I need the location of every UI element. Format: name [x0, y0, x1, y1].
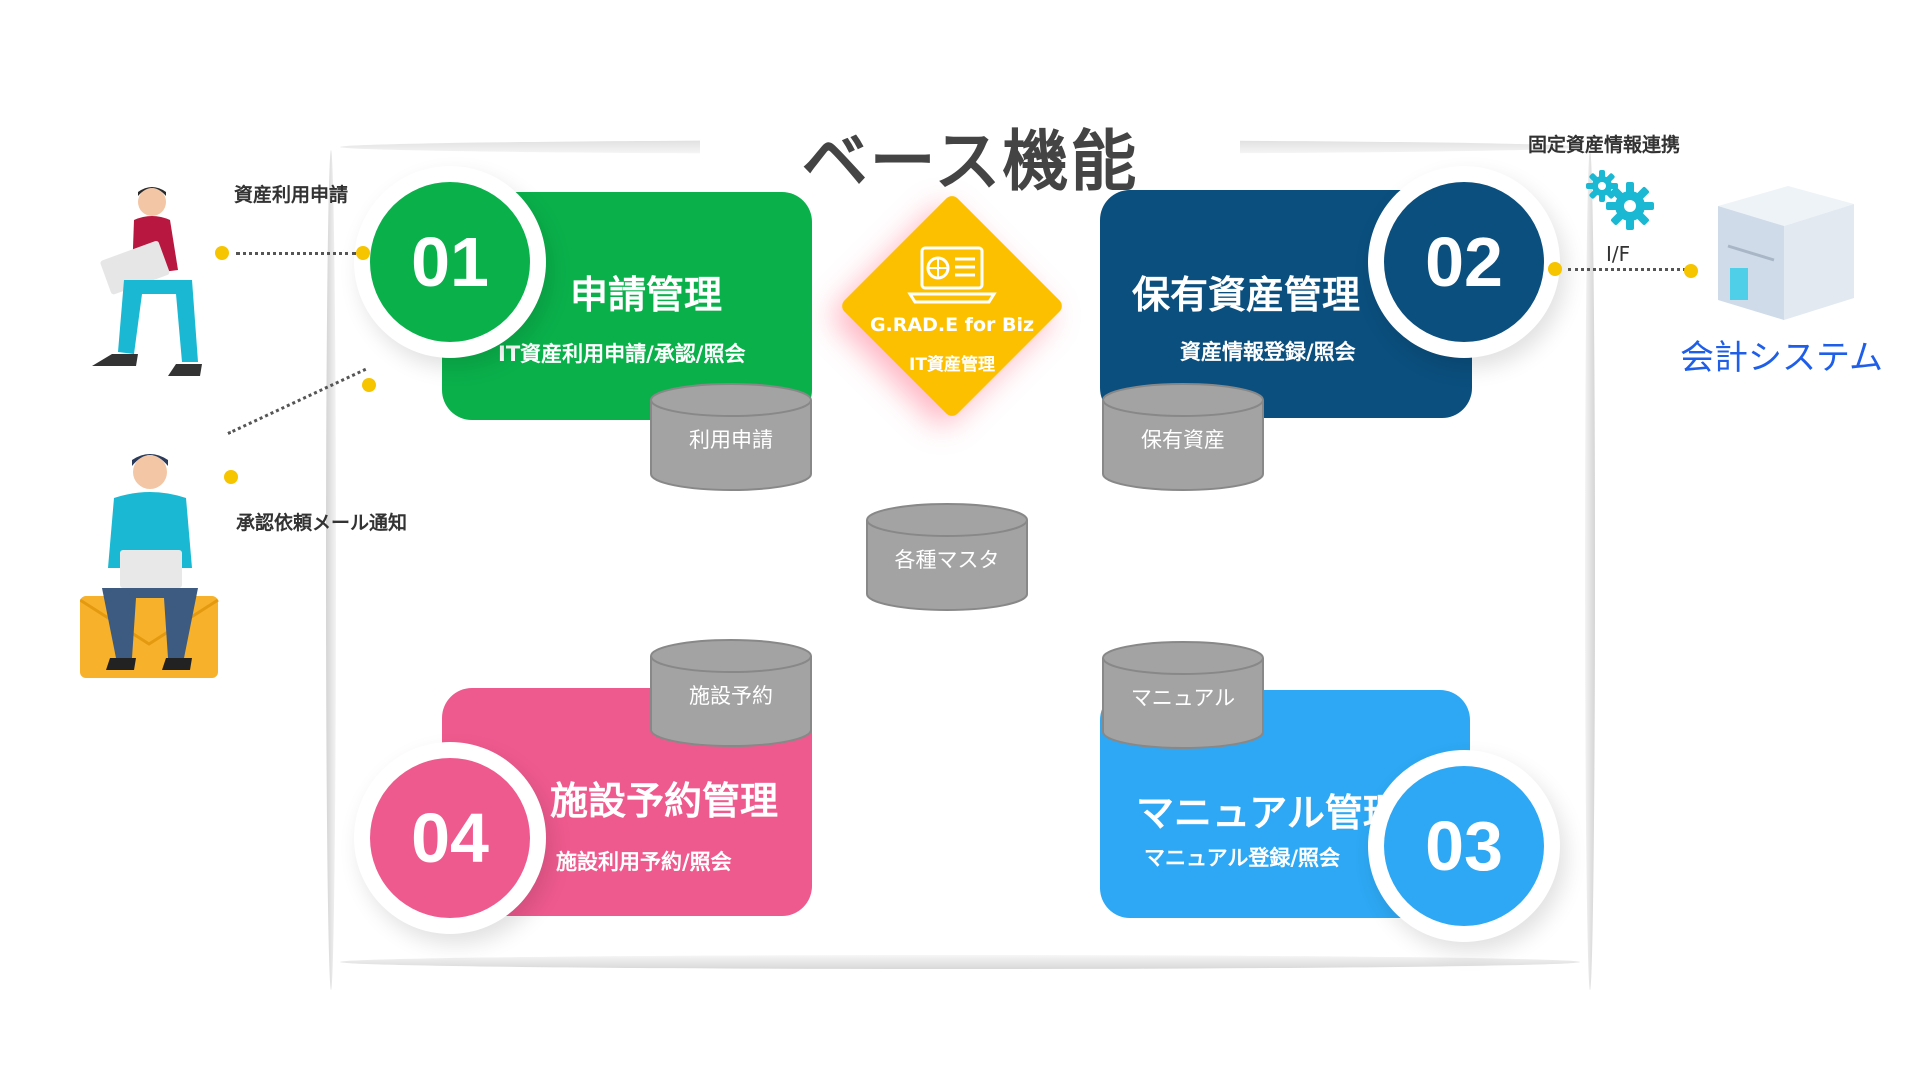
person-approver-icon	[79, 448, 230, 692]
database-usage-request: 利用申請	[648, 382, 814, 492]
card-subtitle: 施設利用予約/照会	[556, 850, 732, 874]
number-badge-02: 02	[1384, 182, 1544, 342]
diagram-title: ベース機能	[700, 108, 1240, 204]
server-icon	[1708, 184, 1858, 328]
laptop-icon	[905, 244, 999, 314]
database-owned-assets: 保有資産	[1100, 382, 1266, 492]
connector-dot	[1684, 264, 1698, 278]
database-label: 保有資産	[1141, 428, 1225, 452]
card-request-management: 申請管理 IT資産利用申請/承認/照会	[442, 192, 812, 420]
connector-line	[1568, 268, 1686, 271]
card-subtitle: マニュアル登録/照会	[1144, 846, 1341, 870]
connector-dot	[224, 470, 238, 484]
database-label: 施設予約	[689, 684, 773, 708]
card-title: 申請管理	[570, 273, 723, 317]
label-asset-usage-request: 資産利用申請	[234, 184, 349, 206]
label-fixed-asset-link: 固定資産情報連携	[1528, 134, 1681, 156]
number-badge-03: 03	[1384, 766, 1544, 926]
card-title: マニュアル管理	[1136, 791, 1401, 835]
connector-line	[236, 252, 356, 255]
frame-left-edge	[326, 150, 336, 990]
label-approval-mail: 承認依頼メール通知	[236, 512, 408, 534]
frame-bottom-edge	[340, 955, 1580, 969]
frame-right-edge	[1585, 150, 1595, 990]
gears-icon	[1584, 168, 1658, 238]
accounting-system-label: 会計システム	[1680, 338, 1883, 378]
label-interface: I/F	[1606, 242, 1631, 266]
connector-dot	[1548, 262, 1562, 276]
database-masters: 各種マスタ	[864, 502, 1030, 612]
number-badge-01: 01	[370, 182, 530, 342]
center-product-name: G.RAD.E for Biz	[869, 314, 1035, 336]
database-facility-reservation: 施設予約	[648, 638, 814, 748]
database-label: マニュアル	[1130, 686, 1236, 710]
database-manuals: マニュアル	[1100, 640, 1266, 750]
card-subtitle: 資産情報登録/照会	[1180, 340, 1356, 364]
connector-dot	[362, 378, 376, 392]
connector-dot	[356, 246, 370, 260]
card-title: 施設予約管理	[550, 779, 779, 823]
card-subtitle: IT資産利用申請/承認/照会	[498, 342, 746, 366]
person-laptop-user-icon	[84, 182, 214, 396]
connector-line	[227, 367, 367, 435]
center-product-subtitle: IT資産管理	[909, 355, 995, 375]
number-badge-04: 04	[370, 758, 530, 918]
card-title: 保有資産管理	[1132, 273, 1361, 317]
database-label: 利用申請	[689, 428, 773, 452]
database-label: 各種マスタ	[894, 548, 1000, 572]
connector-dot	[215, 246, 229, 260]
